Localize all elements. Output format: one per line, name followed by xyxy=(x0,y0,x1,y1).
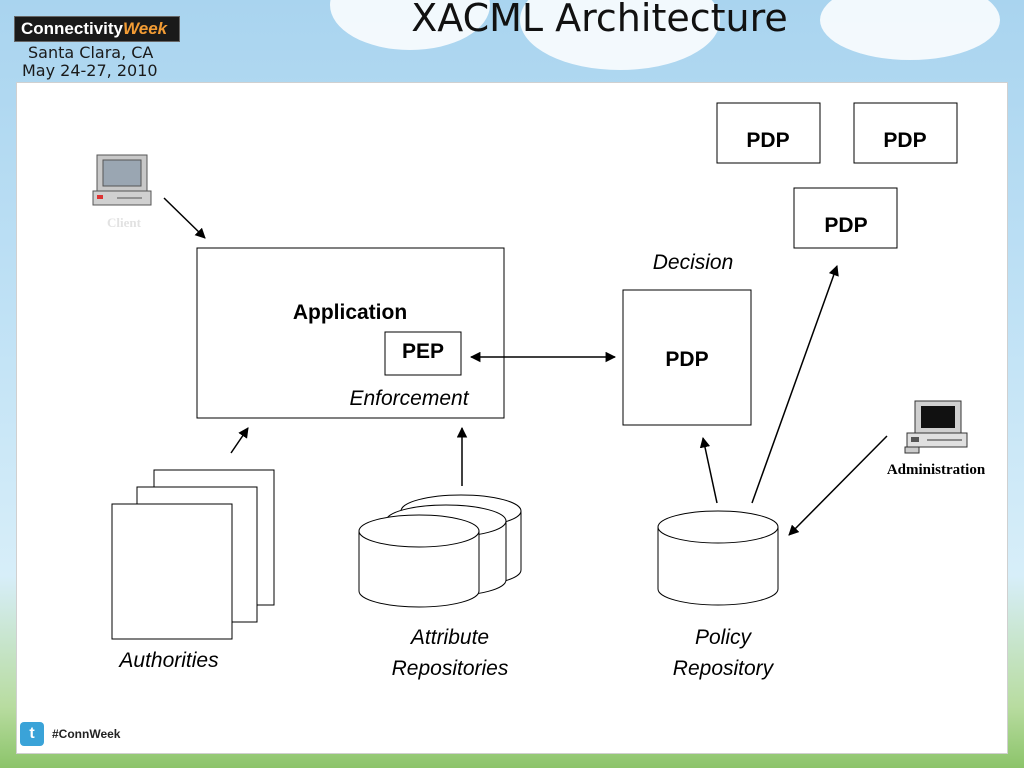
client-to-application-arrow xyxy=(163,197,206,239)
conference-logo: ConnectivityWeek Santa Clara, CA May 24-… xyxy=(14,16,180,80)
authorities-documents-stack xyxy=(111,469,275,640)
pdp-main-box xyxy=(622,289,752,426)
pep-label: PEP xyxy=(402,340,444,363)
slide-title: XACML Architecture xyxy=(411,0,788,40)
pdp-cluster-box-2 xyxy=(853,102,958,164)
administration-computer-icon xyxy=(904,400,968,454)
admin-to-policy-arrow xyxy=(788,435,888,536)
enforcement-label: Enforcement xyxy=(349,387,469,410)
policy-repository-cylinder xyxy=(657,510,779,606)
pdp-cluster-label-3: PDP xyxy=(824,214,867,237)
twitter-icon: t xyxy=(20,722,44,746)
logo-brand: ConnectivityWeek xyxy=(14,16,180,42)
client-label: Client xyxy=(107,215,142,230)
logo-brand-accent: Week xyxy=(123,19,168,38)
attribute-repos-label-line1: Attribute xyxy=(409,626,489,649)
authorities-label: Authorities xyxy=(117,649,219,672)
pdp-main-label: PDP xyxy=(665,348,708,371)
pdp-cluster-box-3 xyxy=(793,187,898,249)
logo-brand-main: Connectivity xyxy=(21,19,124,38)
logo-dates: May 24-27, 2010 xyxy=(22,61,158,80)
attribute-repositories-cylinders xyxy=(358,494,522,608)
hashtag-label: #ConnWeek xyxy=(52,727,121,741)
policy-to-pdp-arrow xyxy=(699,436,718,504)
policy-to-pdp-cluster-arrow xyxy=(751,265,839,504)
client-computer-icon xyxy=(92,154,152,206)
application-label: Application xyxy=(293,301,407,324)
pdp-cluster-box-1 xyxy=(716,102,821,164)
authorities-to-application-arrow xyxy=(230,427,249,454)
administration-label: Administration xyxy=(887,462,986,478)
logo-location: Santa Clara, CA xyxy=(28,43,154,62)
attribute-repos-label-line2: Repositories xyxy=(392,657,509,680)
policy-repo-label-line1: Policy xyxy=(695,626,753,649)
architecture-diagram: Client Application PEP Enforcement Decis… xyxy=(92,102,986,680)
decision-label: Decision xyxy=(653,251,734,274)
pdp-cluster-label-1: PDP xyxy=(746,129,789,152)
diagram-canvas: Client Application PEP Enforcement Decis… xyxy=(16,82,1008,754)
twitter-footer: t #ConnWeek xyxy=(20,722,120,746)
pdp-cluster-label-2: PDP xyxy=(883,129,926,152)
pep-box xyxy=(384,331,462,376)
policy-repo-label-line2: Repository xyxy=(673,657,775,680)
